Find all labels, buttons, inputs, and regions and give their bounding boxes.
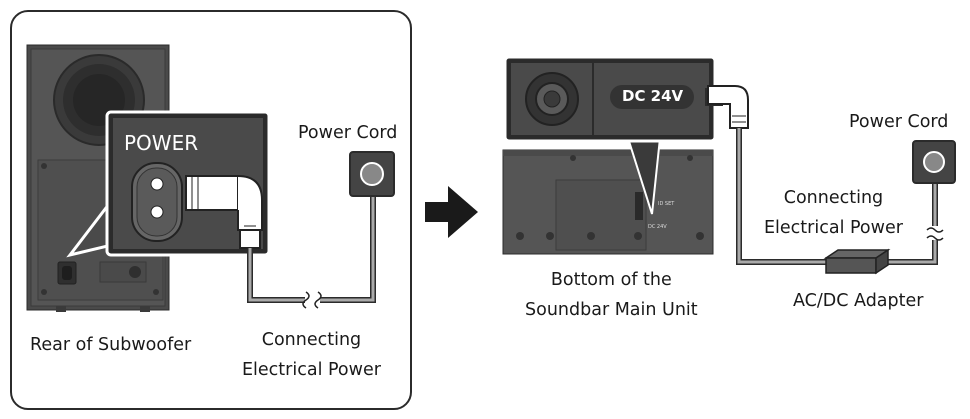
next-step-arrow-icon [425, 186, 478, 238]
wall-outlet-icon [912, 140, 956, 184]
dc-port-zoom [503, 55, 723, 143]
dc-24v-badge: DC 24V [622, 87, 684, 105]
cable-break-icon [302, 291, 310, 309]
adapter-label: AC/DC Adapter [793, 291, 924, 311]
dc-plug-icon [707, 85, 749, 129]
tiny-port-top-label: ID SET [658, 201, 675, 207]
connecting-electrical-power-label: Connecting Electrical Power [764, 188, 903, 238]
cable-break-icon [926, 227, 944, 233]
power-label: POWER [124, 131, 199, 155]
power-cord-label: Power Cord [298, 123, 398, 143]
power-cord-label: Power Cord [849, 112, 949, 132]
rear-of-subwoofer-caption: Rear of Subwoofer [30, 335, 192, 355]
adapter-icon [823, 248, 891, 275]
power-port-zoom [105, 110, 271, 257]
soundbar-bottom: ID SET DC 24V [502, 149, 714, 255]
connecting-electrical-power-label: Connecting Electrical Power [242, 330, 381, 380]
wall-outlet-icon [349, 151, 395, 197]
tiny-port-bottom-label: DC 24V [648, 224, 667, 230]
soundbar-bottom-caption: Bottom of the Soundbar Main Unit [525, 270, 698, 320]
